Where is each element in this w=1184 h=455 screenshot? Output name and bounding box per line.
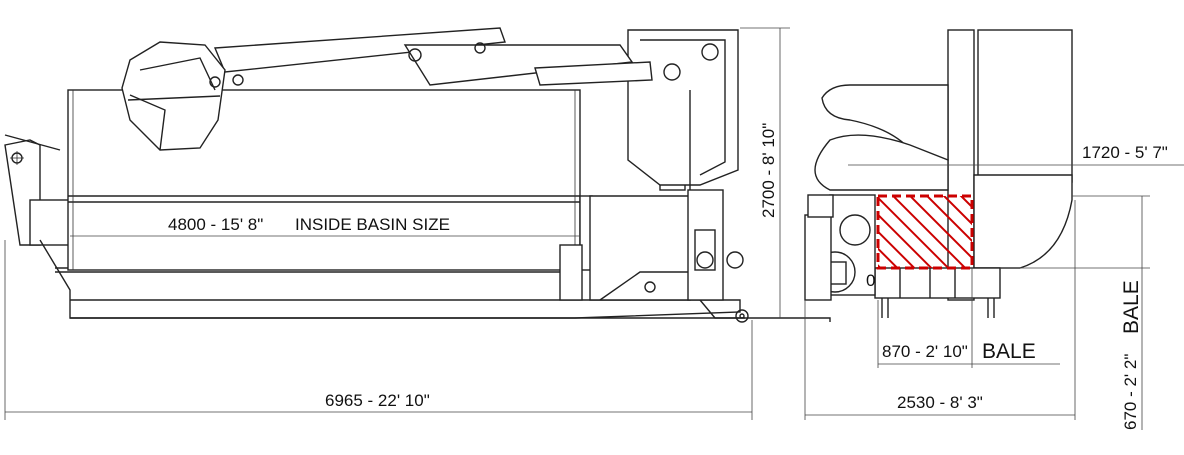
dimensions: 6965 - 22' 10" 4800 - 15' 8" INSIDE BASI… (4, 27, 1184, 430)
bale-height-caption: BALE (1120, 280, 1143, 334)
grapple-side (821, 84, 949, 161)
total-length-label: 6965 - 22' 10" (325, 391, 430, 410)
crane-column (627, 29, 739, 191)
height-label: 2700 - 8' 10" (759, 123, 778, 218)
zero-mark: 0 (866, 271, 875, 290)
hitch (4, 134, 71, 246)
bale-width-label: 870 - 2' 10" (882, 342, 968, 361)
basin-left-wall (814, 134, 949, 191)
upper-width-label: 1720 - 5' 7" (1082, 143, 1168, 162)
bale-outline (876, 194, 974, 270)
crane-boom (213, 27, 653, 86)
front-view: 0 (804, 29, 1073, 318)
front-frame (589, 189, 749, 323)
inside-basin-label: 4800 - 15' 8" (168, 215, 263, 234)
crane-frame (977, 29, 1073, 183)
basin-right-wall (973, 174, 1073, 269)
bale-height-label: 670 - 2' 2" (1121, 354, 1140, 430)
inside-basin-caption: INSIDE BASIN SIZE (295, 215, 450, 234)
overall-width-label: 2530 - 8' 3" (897, 393, 983, 412)
basin (67, 89, 593, 301)
basin-floor (874, 267, 1001, 299)
side-view (4, 27, 831, 323)
machinery (804, 194, 876, 301)
grapple (121, 41, 226, 151)
bale-label: BALE (982, 340, 1036, 363)
